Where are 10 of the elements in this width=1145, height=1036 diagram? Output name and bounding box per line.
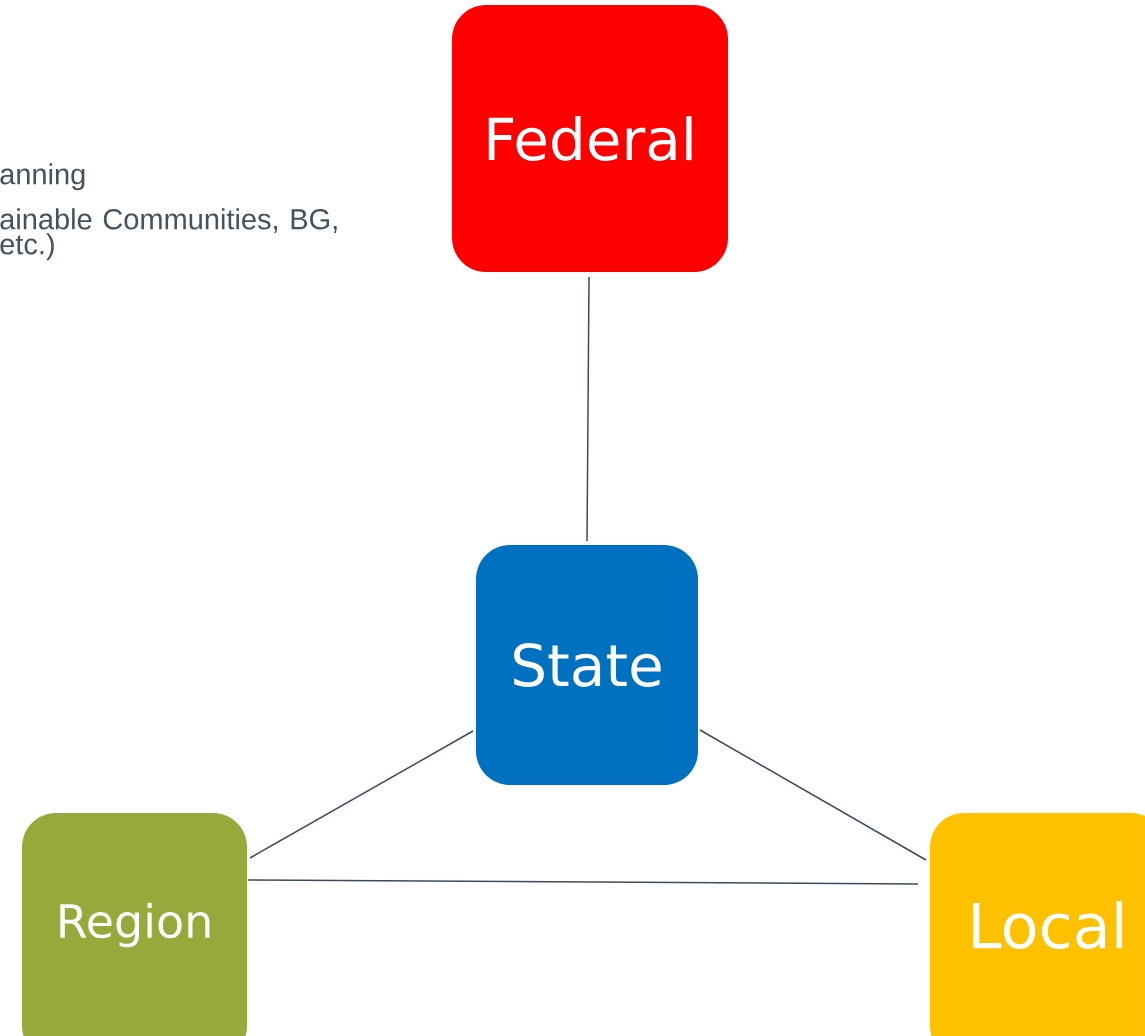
connector-line — [247, 879, 919, 885]
note-text: ainable Communities, BG, etc.) — [0, 208, 337, 261]
tier-box: State — [476, 545, 698, 785]
tier-box: Federal — [452, 5, 728, 272]
connector-line — [699, 729, 927, 861]
connector-line — [249, 730, 474, 859]
note-text: anning — [0, 163, 85, 191]
tier-box: Local — [930, 813, 1145, 1036]
tier-box: Region — [22, 813, 247, 1036]
connector-line — [586, 276, 590, 542]
